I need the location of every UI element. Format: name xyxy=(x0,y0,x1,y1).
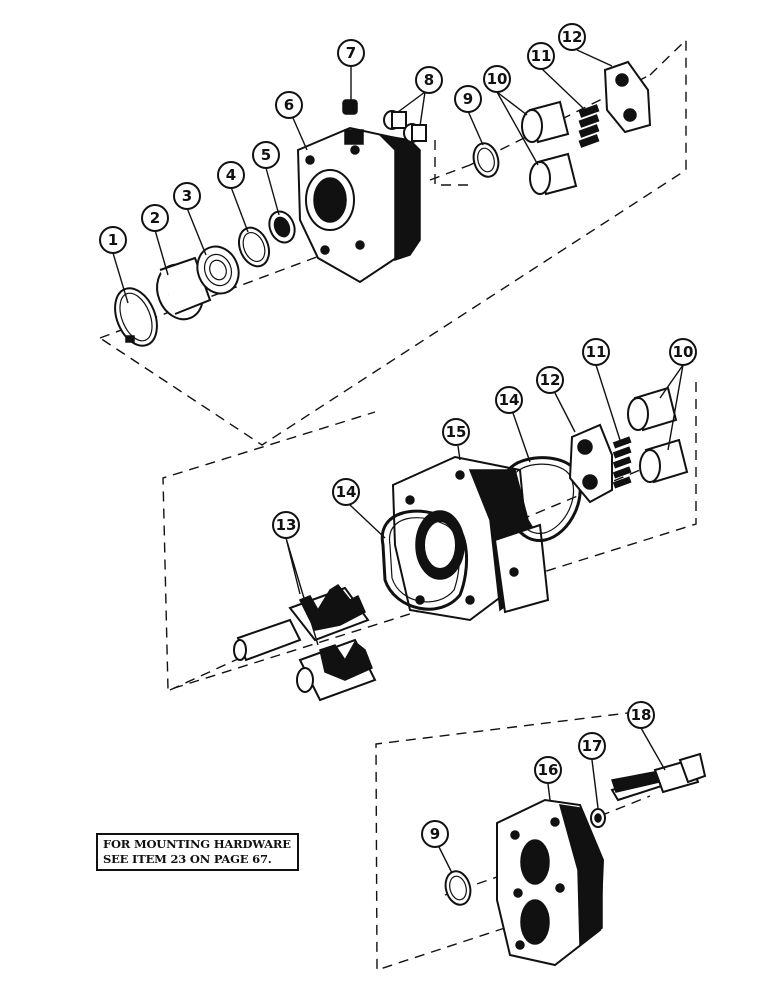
svg-text:5: 5 xyxy=(261,146,271,164)
callout-5[interactable]: 5 xyxy=(252,141,280,169)
callouts: 1 2 3 4 5 6 7 8 9 10 11 12 11 10 12 14 1… xyxy=(99,23,697,848)
svg-text:17: 17 xyxy=(582,737,603,755)
part-9-seal-ring-top xyxy=(472,142,500,178)
callout-17[interactable]: 17 xyxy=(578,732,606,760)
top-assembly xyxy=(99,38,687,446)
callout-9-bottom[interactable]: 9 xyxy=(421,820,449,848)
part-17-washer xyxy=(590,808,606,828)
middle-assembly xyxy=(162,364,697,702)
svg-text:18: 18 xyxy=(631,706,652,724)
svg-text:4: 4 xyxy=(226,166,236,184)
note-line-1: FOR MOUNTING HARDWARE xyxy=(103,837,291,851)
top-dashed-frame xyxy=(99,38,687,446)
part-11-springs-top xyxy=(578,104,600,148)
svg-text:11: 11 xyxy=(531,47,552,65)
svg-text:7: 7 xyxy=(346,44,356,62)
callout-13[interactable]: 13 xyxy=(272,511,300,539)
svg-text:14: 14 xyxy=(336,483,357,501)
callout-7[interactable]: 7 xyxy=(337,39,365,67)
callout-12-middle[interactable]: 12 xyxy=(536,366,564,394)
svg-text:9: 9 xyxy=(463,90,473,108)
svg-text:13: 13 xyxy=(276,516,297,534)
svg-text:11: 11 xyxy=(586,343,607,361)
part-14-gasket-front xyxy=(380,509,469,611)
callout-18[interactable]: 18 xyxy=(627,701,655,729)
callout-4[interactable]: 4 xyxy=(217,161,245,189)
part-6-front-housing xyxy=(296,126,421,284)
svg-text:12: 12 xyxy=(562,28,583,46)
callout-10-top[interactable]: 10 xyxy=(483,65,511,93)
callout-3[interactable]: 3 xyxy=(173,182,201,210)
part-4-washer xyxy=(238,226,270,268)
svg-text:10: 10 xyxy=(673,343,694,361)
bottom-dashed-frame xyxy=(375,709,653,971)
callout-1[interactable]: 1 xyxy=(99,226,127,254)
note-line-2: SEE ITEM 23 ON PAGE 67. xyxy=(103,852,272,866)
svg-text:6: 6 xyxy=(284,96,294,114)
callout-9-top[interactable]: 9 xyxy=(454,85,482,113)
callout-14-rear[interactable]: 14 xyxy=(495,386,523,414)
part-14-gasket-rear xyxy=(503,456,582,542)
part-10-bushings-middle xyxy=(627,386,689,484)
callout-11-top[interactable]: 11 xyxy=(527,42,555,70)
callout-8[interactable]: 8 xyxy=(415,66,443,94)
part-7-plug xyxy=(342,99,358,115)
callout-6[interactable]: 6 xyxy=(275,91,303,119)
callout-15[interactable]: 15 xyxy=(442,418,470,446)
bottom-assembly xyxy=(375,709,707,971)
callout-14-front[interactable]: 14 xyxy=(332,478,360,506)
part-9-seal-ring-bottom xyxy=(444,870,472,906)
part-11-springs-middle xyxy=(612,436,632,489)
part-18-bolt xyxy=(610,752,707,802)
svg-text:3: 3 xyxy=(182,187,192,205)
svg-text:8: 8 xyxy=(424,71,434,89)
part-16-end-cover xyxy=(496,798,605,967)
mounting-hardware-note: FOR MOUNTING HARDWARE SEE ITEM 23 ON PAG… xyxy=(96,833,299,871)
svg-text:14: 14 xyxy=(499,391,520,409)
svg-text:10: 10 xyxy=(487,70,508,88)
middle-centerline xyxy=(169,469,641,691)
svg-text:9: 9 xyxy=(430,825,440,843)
part-10-bushings-top xyxy=(521,100,578,196)
part-12-plate-middle xyxy=(568,423,613,504)
svg-text:1: 1 xyxy=(108,231,118,249)
svg-text:2: 2 xyxy=(150,209,160,227)
callout-10-middle[interactable]: 10 xyxy=(669,338,697,366)
middle-dashed-frame xyxy=(162,382,697,691)
callout-12-top[interactable]: 12 xyxy=(558,23,586,51)
callout-11-middle[interactable]: 11 xyxy=(582,338,610,366)
part-8-fittings xyxy=(383,110,427,143)
part-5-ring xyxy=(268,210,296,244)
part-13-gears xyxy=(233,584,377,702)
part-1-snap-ring xyxy=(114,287,158,347)
part-3-seal xyxy=(196,245,240,295)
part-12-plate-top xyxy=(603,60,652,134)
part-15-pump-body xyxy=(391,455,550,622)
callout-2[interactable]: 2 xyxy=(141,204,169,232)
svg-text:12: 12 xyxy=(540,371,561,389)
part-2-bearing xyxy=(156,256,212,321)
svg-text:15: 15 xyxy=(446,423,467,441)
callout-16[interactable]: 16 xyxy=(534,756,562,784)
svg-text:16: 16 xyxy=(538,761,559,779)
